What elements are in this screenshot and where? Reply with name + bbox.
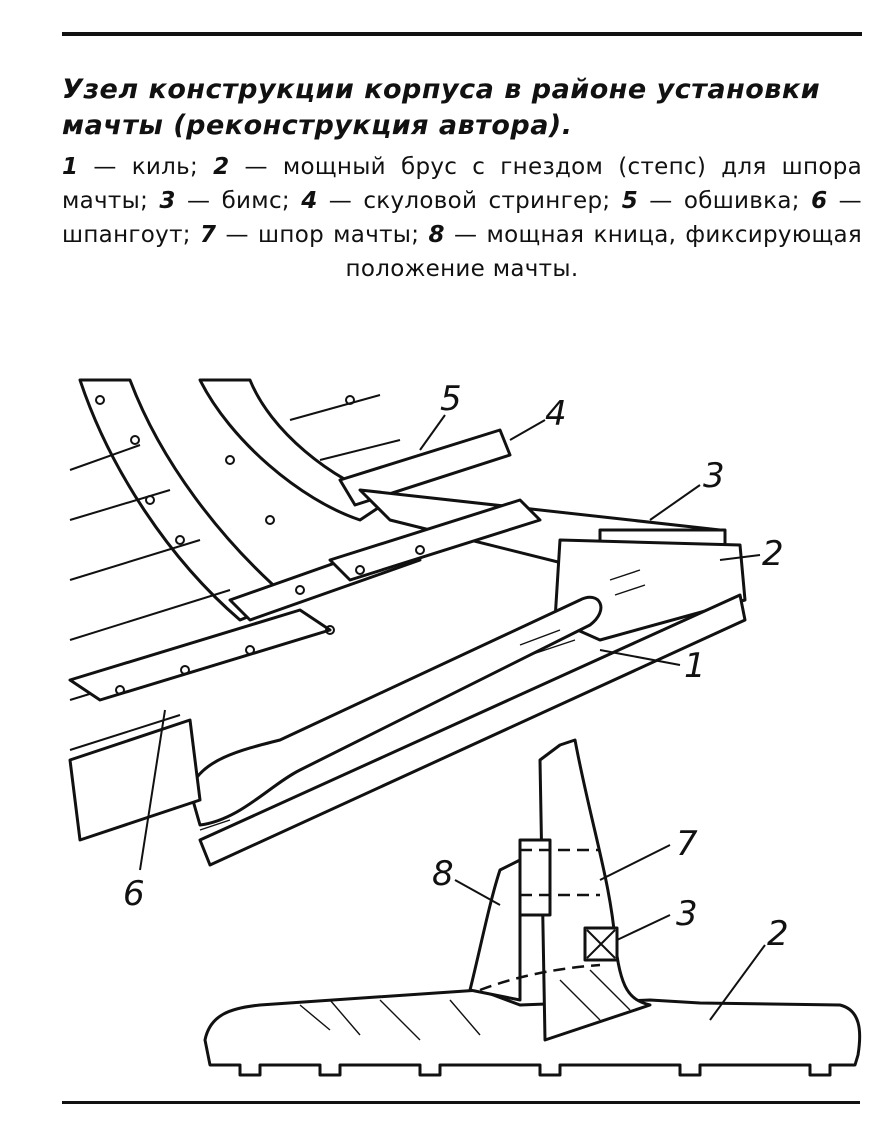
- caption-title: Узел конструкции корпуса в районе устано…: [62, 74, 821, 141]
- section-mast-spur: [538, 738, 652, 1042]
- keel-part: [198, 593, 747, 867]
- section-step-block: [203, 988, 862, 1077]
- leader-8: [454, 879, 501, 906]
- section-beam-cross: [586, 929, 616, 959]
- label-6: 6: [123, 874, 145, 914]
- label-2-perspective: 2: [762, 534, 784, 574]
- label-8: 8: [432, 854, 454, 894]
- bottom-rule: [62, 1101, 860, 1104]
- section-spur-clamp: [518, 838, 552, 917]
- legend-item-2: 2 — мощный брус с гнездом (степс) для шп…: [62, 154, 862, 214]
- leader-4: [509, 419, 546, 441]
- leader-2-perspective: [719, 554, 761, 561]
- label-5: 5: [440, 379, 462, 419]
- top-rule: [62, 32, 862, 36]
- section-view: [203, 738, 862, 1077]
- legend-item-1: 1 — киль;: [62, 154, 199, 180]
- leader-1: [599, 649, 681, 666]
- perspective-view: [68, 378, 761, 871]
- caption-legend: 1 — киль; 2 — мощный брус с гнездом (сте…: [62, 150, 862, 286]
- leader-7: [599, 844, 671, 881]
- label-2-section: 2: [767, 914, 789, 954]
- legend-item-7: 7 — шпор мачты;: [200, 222, 420, 248]
- keelson-part: [188, 595, 603, 827]
- floor-boards: [68, 498, 542, 842]
- label-1: 1: [684, 646, 706, 686]
- label-4: 4: [545, 394, 567, 434]
- leader-3-perspective: [649, 484, 701, 521]
- dashed-line-3: [479, 963, 601, 992]
- rivets: [95, 395, 425, 695]
- legend-item-8: 8 — мощная кница, фиксирующая положение …: [345, 222, 862, 282]
- section-knee: [468, 858, 522, 1002]
- label-3-perspective: 3: [703, 456, 725, 496]
- legend-item-4: 4 — скуловой стрингер;: [301, 188, 611, 214]
- legend-item-3: 3 — бимс;: [159, 188, 290, 214]
- leader-5: [419, 414, 446, 451]
- section-filler-hatching: [299, 969, 631, 1041]
- bilge-stringer: [338, 428, 512, 507]
- label-7: 7: [676, 824, 698, 864]
- legend-item-6: 6 — шпангоут;: [62, 188, 862, 248]
- mast-step-block: [553, 538, 747, 642]
- legend-item-5: 5 — обшивка;: [621, 188, 800, 214]
- leader-2-section: [709, 944, 766, 1021]
- leader-6: [139, 709, 166, 871]
- filler-hatching: [199, 569, 646, 831]
- label-3-section: 3: [676, 894, 698, 934]
- figure-caption: Узел конструкции корпуса в районе устано…: [62, 72, 862, 286]
- leader-3-section: [616, 914, 671, 941]
